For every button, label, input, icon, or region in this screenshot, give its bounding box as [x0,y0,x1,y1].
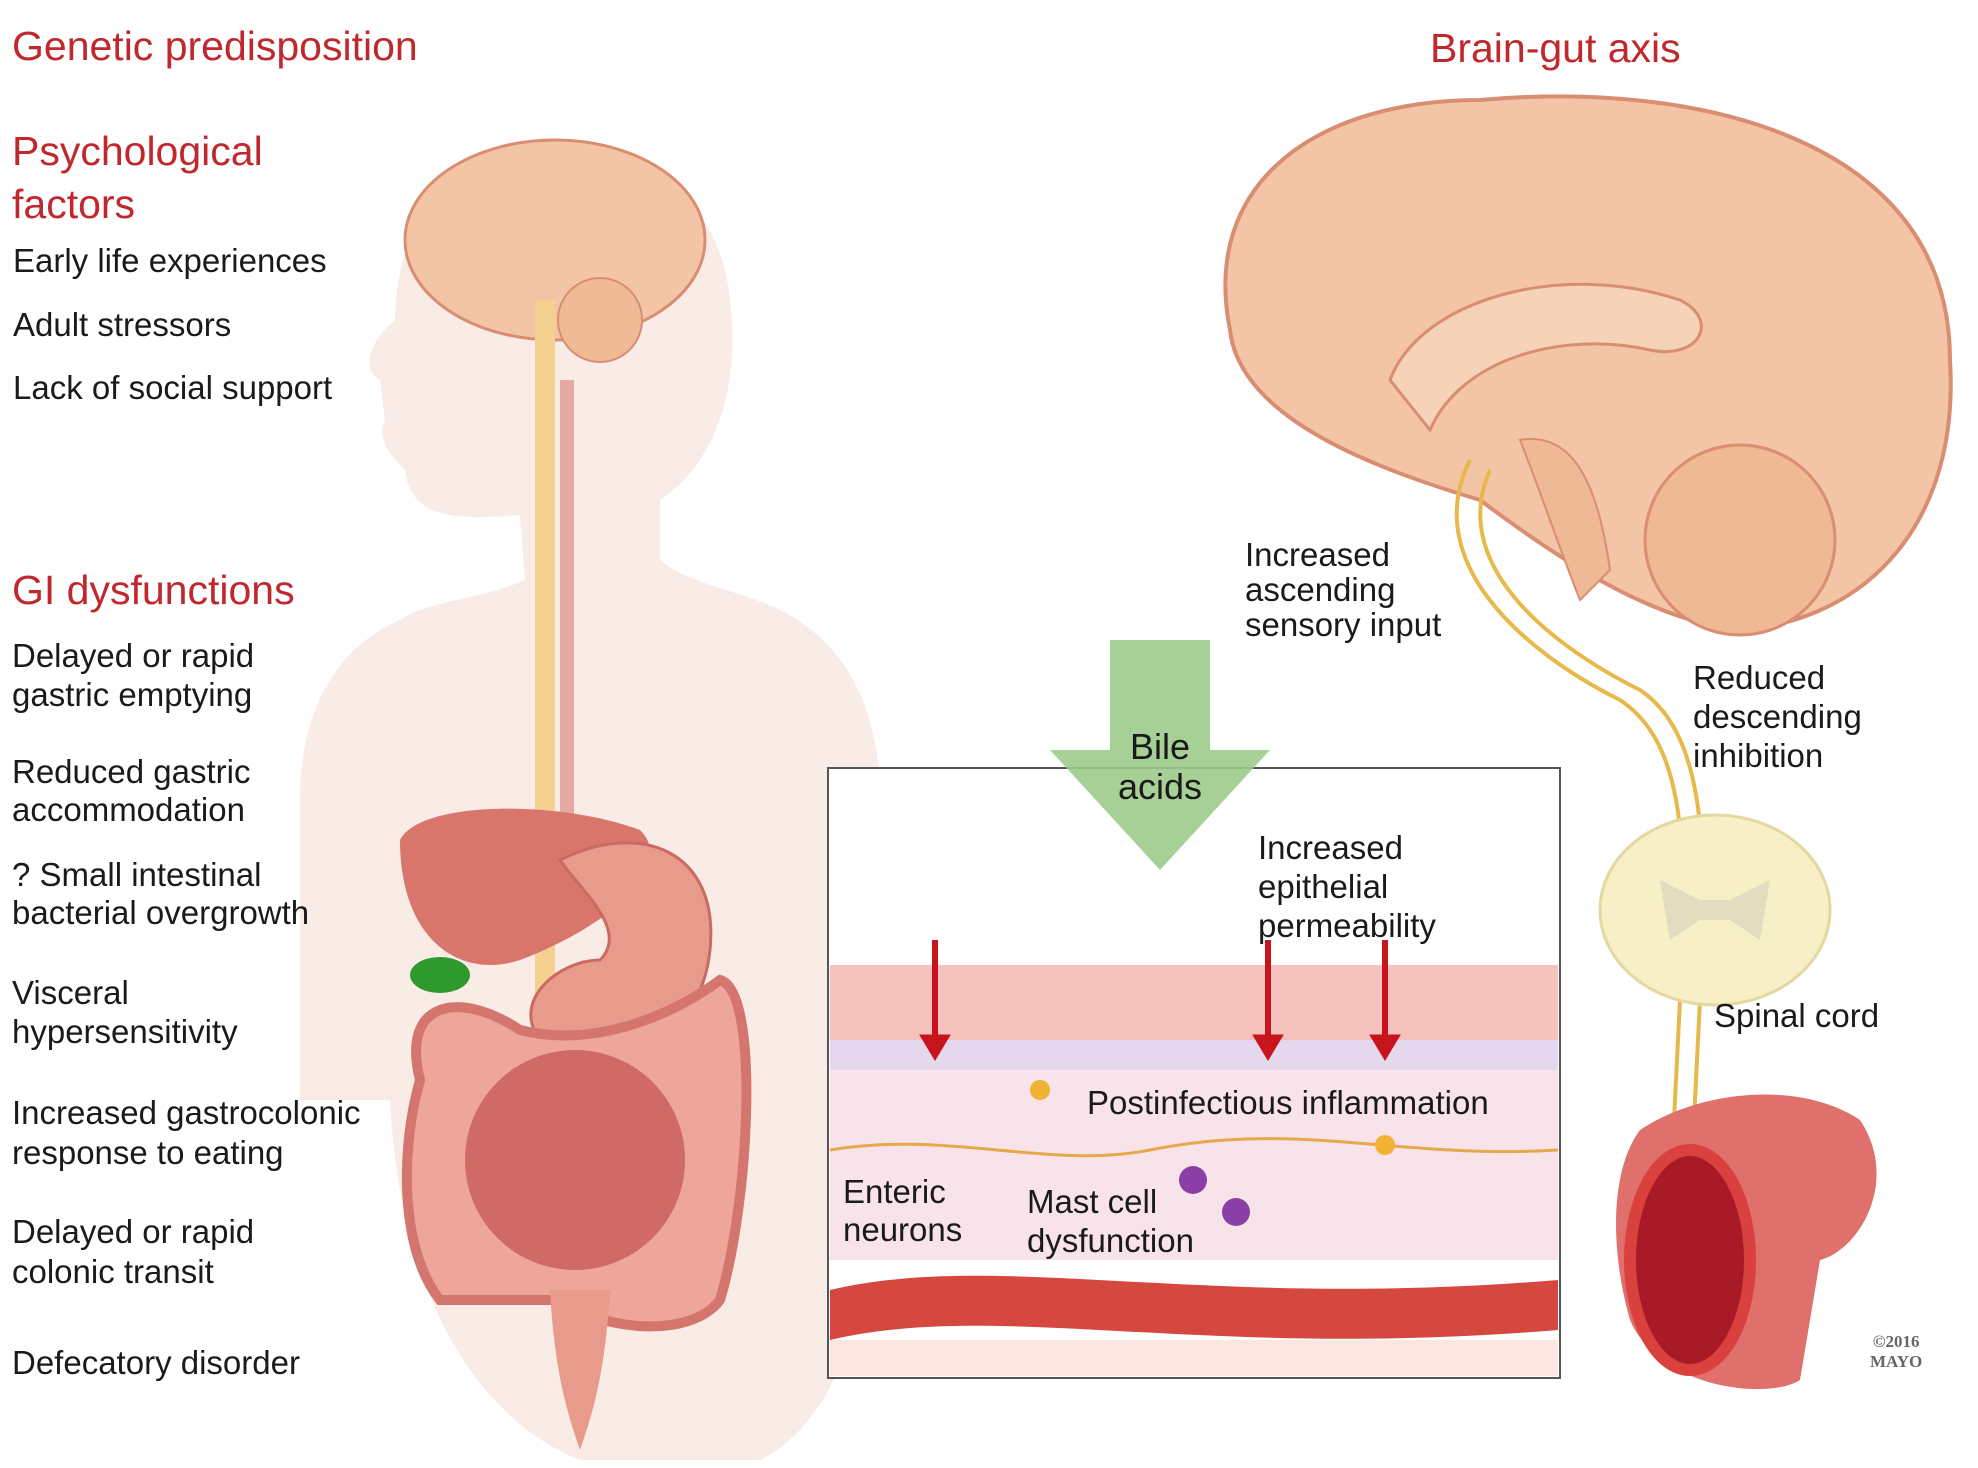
ascending-label: ascending [1245,571,1396,608]
gi-item: colonic transit [12,1253,214,1290]
descending-label: Reduced [1693,659,1826,696]
psych-item: Adult stressors [13,306,232,343]
small-intestine [465,1050,685,1270]
bile-acids-label: Bile [1129,726,1191,767]
gi-item: accommodation [12,791,245,828]
copyright: ©2016 MAYO [1870,1332,1922,1372]
bile-acids-arrow [1050,640,1270,870]
enteric-neuron [1375,1135,1395,1155]
neuron-fiber [829,1137,1559,1158]
red-arrow-head [1252,1034,1284,1061]
psych-heading-2: factors [12,181,136,227]
gallbladder [410,957,470,993]
small-cerebellum [557,277,643,363]
brainstem [1518,438,1612,602]
psych-item: Early life experiences [13,242,327,279]
epithelium [830,965,1558,1040]
copyright-year: ©2016 [1872,1332,1920,1351]
spinal-cord-label: Spinal cord [1714,997,1880,1034]
gi-item: Delayed or rapid [12,637,255,674]
gi-item: bacterial overgrowth [12,894,310,931]
large-cerebellum [1643,443,1837,637]
brain-midline [1388,282,1703,433]
enteric-label: Enteric [843,1173,946,1210]
permeability-label: epithelial [1258,868,1389,905]
submucosa [830,1340,1558,1376]
gi-heading: GI dysfunctions [12,567,295,613]
rectum [550,1290,610,1450]
mast-cell-label: Mast cell [1027,1183,1158,1220]
gi-item: gastric emptying [12,676,253,713]
brain-gut-heading: Brain-gut axis [1430,25,1681,71]
gray-matter [1660,880,1770,940]
bile-acids-label: acids [1117,766,1203,807]
inset-tissue [827,767,1561,1379]
gi-item: Delayed or rapid [12,1213,255,1250]
red-arrow-head [1369,1034,1401,1061]
gi-item: Increased gastrocolonic [12,1094,361,1131]
enteric-label: neurons [843,1211,963,1248]
muscle-layer [830,1275,1558,1340]
gi-item: response to eating [12,1134,284,1171]
red-arrow-head [919,1034,951,1061]
inflammation-label: Postinfectious inflammation [1087,1084,1489,1121]
enteric-neuron [1030,1080,1050,1100]
psych-item: Lack of social support [13,369,333,406]
copyright-owner: MAYO [1870,1352,1923,1371]
gi-item: Defecatory disorder [12,1344,300,1381]
permeability-label: Increased [1258,829,1403,866]
gi-item: Visceral [12,974,129,1011]
basement-layer [830,1040,1558,1070]
descending-label: descending [1693,698,1862,735]
gi-item: Reduced gastric [12,753,251,790]
ascending-label: sensory input [1245,606,1442,643]
gi-item: ? Small intestinal [12,856,262,893]
mast-cell-label: dysfunction [1027,1222,1194,1259]
ascending-label: Increased [1245,536,1390,573]
gut-lumen [1624,1144,1756,1376]
gi-item: hypersensitivity [12,1013,238,1050]
mast-cell [1222,1198,1250,1226]
descending-label: inhibition [1693,737,1824,774]
genetic-heading: Genetic predisposition [12,23,418,69]
permeability-label: permeability [1258,907,1436,944]
permeability-arrows [919,940,1401,1061]
mast-cell [1179,1166,1207,1194]
psych-heading-1: Psychological [12,128,263,174]
esophagus [560,380,574,830]
